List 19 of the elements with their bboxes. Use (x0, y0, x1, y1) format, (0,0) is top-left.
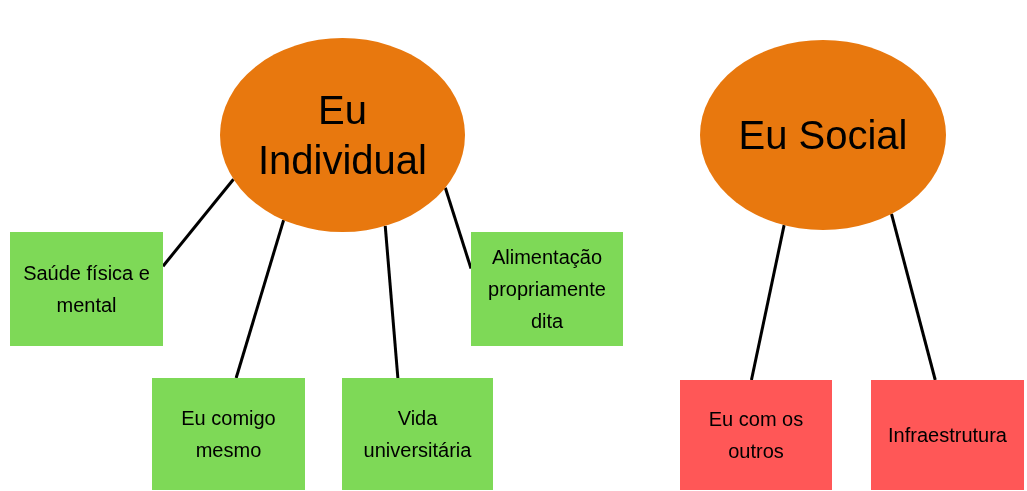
subtopic-box (342, 378, 493, 490)
subtopic-box (871, 380, 1024, 490)
subtopic-box (471, 232, 623, 346)
subtopic-box (152, 378, 305, 490)
connector-line (443, 187, 473, 269)
subtopic-box (10, 232, 163, 346)
subtopic-box (680, 380, 832, 490)
node-label: Eu comigo mesmo (180, 406, 277, 463)
node-label: Eu Social (738, 112, 908, 159)
connector-line (890, 213, 937, 381)
connector-line (749, 224, 786, 381)
node-label: Alimentação propriamente dita (487, 245, 607, 334)
node-label: Vida universitária (362, 406, 473, 463)
node-label: Eu com os outros (707, 407, 805, 464)
node-label: Eu Individual (257, 87, 428, 184)
connector-line (383, 225, 400, 379)
node-label: Infraestrutura (888, 423, 1007, 448)
node-label: Saúde física e mental (22, 261, 151, 318)
connector-line (234, 219, 286, 379)
